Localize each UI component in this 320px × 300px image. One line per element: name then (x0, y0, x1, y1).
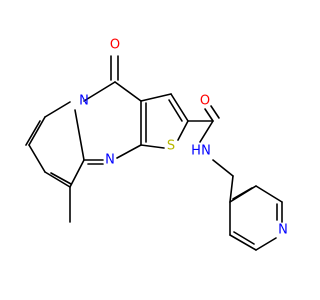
thiophene-ring (140, 93, 189, 149)
structure-diagram: O N N S O N H N (0, 0, 300, 300)
central-ring (83, 55, 147, 165)
left-pyridine-ring (25, 101, 85, 223)
atom-n-ring-lower: N (105, 153, 115, 168)
bond (233, 231, 255, 245)
bond (140, 144, 165, 149)
bond (50, 172, 72, 185)
bond (232, 187, 253, 200)
amide-co-bond (210, 105, 220, 119)
bond (28, 144, 46, 173)
bond (114, 81, 142, 102)
bond (229, 234, 257, 251)
bond (255, 237, 277, 251)
atom-o-amide: O (200, 94, 210, 109)
atom-s-thiophene: S (167, 139, 175, 154)
molecule-canvas: O N N S O N H N (0, 0, 300, 300)
bond (140, 93, 172, 102)
atom-h-amide: H (191, 144, 201, 159)
bond (69, 159, 85, 188)
bond (83, 81, 116, 102)
amide-co-bond (204, 108, 214, 122)
bond (212, 159, 234, 177)
pyridine-ring (229, 175, 283, 251)
bond (28, 116, 46, 146)
amide-chain (187, 105, 234, 177)
bond (199, 120, 214, 143)
bond (25, 120, 41, 146)
atom-n-amide: N (201, 144, 211, 159)
atom-n-ring-junction: N (79, 94, 89, 109)
bond (44, 101, 71, 118)
bond (177, 120, 189, 141)
atom-n-pyridine: N (278, 223, 288, 238)
bond (255, 185, 283, 203)
bond (74, 109, 85, 161)
atom-o-carbonyl-ring: O (110, 38, 120, 53)
background (0, 0, 300, 300)
bond (116, 144, 142, 159)
bond (44, 171, 71, 188)
bond (170, 93, 189, 122)
bond (229, 175, 234, 203)
bond (168, 99, 183, 122)
